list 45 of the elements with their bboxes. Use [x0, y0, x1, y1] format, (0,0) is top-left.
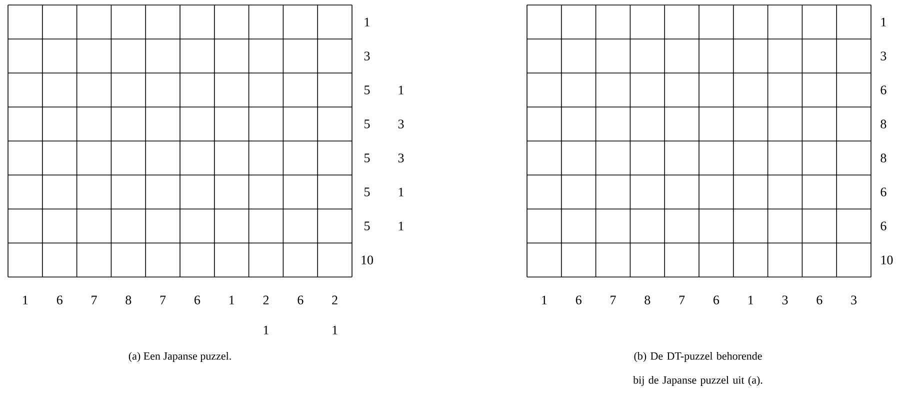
caption: (b) De DT-puzzel behorende bij de Japanse puzzel uit (a).: [633, 352, 762, 386]
clue-number: 8: [644, 296, 650, 304]
clue-number: 7: [160, 296, 166, 304]
clue-number: 5: [364, 222, 370, 230]
clue-number: 6: [880, 188, 886, 196]
clue-number: 6: [880, 86, 886, 94]
caption: (a) Een Japanse puzzel.: [128, 352, 231, 362]
clue-number: 6: [880, 222, 886, 230]
clue-number: 1: [264, 326, 268, 334]
clue-number: 8: [880, 154, 886, 162]
clue-number: 5: [364, 120, 370, 128]
clue-number: 5: [364, 154, 370, 162]
clue-number: 1: [364, 18, 370, 26]
clue-number: 3: [364, 52, 370, 60]
clue-number: 5: [364, 86, 370, 94]
clue-number: 6: [298, 296, 304, 304]
clue-number: 1: [332, 326, 338, 334]
clue-number: 6: [56, 296, 62, 304]
clue-number: 10: [362, 256, 374, 264]
clue-number: 8: [126, 296, 132, 304]
clue-number: 1: [881, 18, 886, 26]
clue-number: 3: [851, 296, 857, 304]
clue-number: 7: [92, 296, 97, 304]
clue-number: 5: [364, 188, 370, 196]
clue-number: 7: [610, 296, 616, 304]
clue-number: 6: [576, 296, 582, 304]
clue-number: 6: [714, 296, 720, 304]
clue-number: 1: [398, 86, 404, 94]
clue-number: 3: [398, 120, 404, 128]
clue-number: 7: [679, 296, 685, 304]
clue-number: 1: [23, 296, 28, 304]
clue-number: 6: [194, 296, 200, 304]
clue-number: 1: [398, 188, 404, 196]
clue-number: 3: [782, 296, 788, 304]
clue-number: 2: [263, 296, 269, 304]
clue-number: 1: [398, 222, 404, 230]
clue-number: 2: [332, 296, 338, 304]
clue-number: 6: [816, 296, 822, 304]
clue-number: 1: [230, 296, 234, 304]
clue-number: 8: [880, 120, 886, 128]
clue-number: 10: [881, 256, 893, 264]
clue-number: 1: [748, 296, 754, 304]
clue-number: 1: [542, 296, 547, 304]
clue-number: 3: [398, 154, 404, 162]
clue-number: 3: [880, 52, 886, 60]
